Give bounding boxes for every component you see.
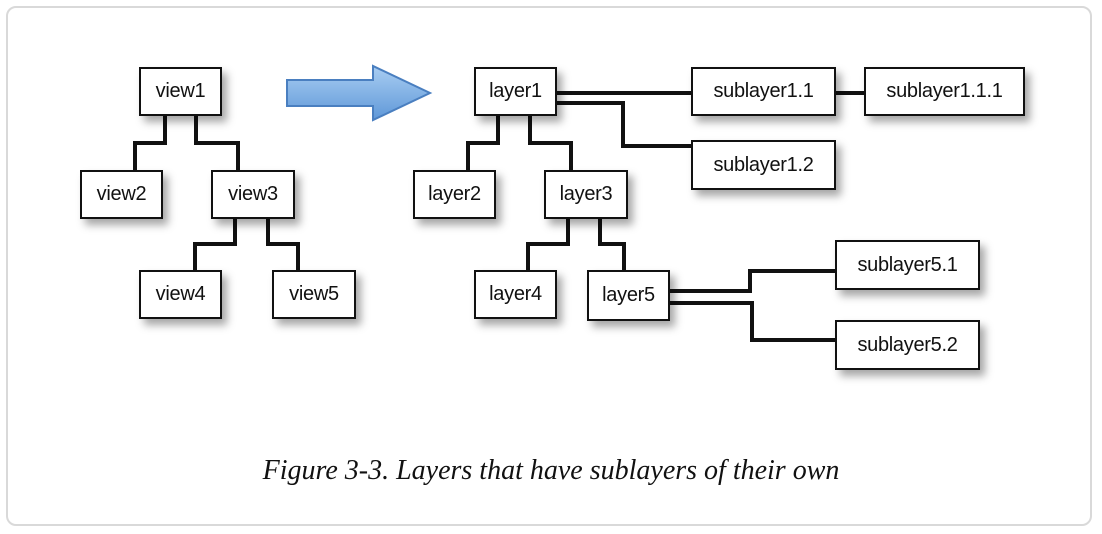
right-arrow-icon bbox=[286, 64, 433, 122]
layer5-node: layer5 bbox=[587, 270, 670, 321]
edge-layer1-sublayer1-2 bbox=[557, 101, 693, 148]
edge-layer1-layer2 bbox=[466, 116, 500, 170]
edge-layer5-sublayer5-1 bbox=[668, 269, 837, 293]
edge-layer3-layer4 bbox=[526, 217, 570, 270]
edge-view3-view4 bbox=[193, 217, 237, 270]
edge-layer5-sublayer5-2 bbox=[668, 301, 837, 342]
layer3-node: layer3 bbox=[544, 170, 628, 219]
edge-view1-view2 bbox=[133, 116, 167, 170]
view2-node: view2 bbox=[80, 170, 163, 219]
layer2-node: layer2 bbox=[413, 170, 496, 219]
layer1-node: layer1 bbox=[474, 67, 557, 116]
sublayer1-2-node: sublayer1.2 bbox=[691, 140, 836, 190]
view4-node: view4 bbox=[139, 270, 222, 319]
edge-layer1-layer3 bbox=[528, 116, 573, 170]
view5-node: view5 bbox=[272, 270, 356, 319]
sublayer5-1-node: sublayer5.1 bbox=[835, 240, 980, 290]
view3-node: view3 bbox=[211, 170, 295, 219]
figure-caption: Figure 3-3. Layers that have sublayers o… bbox=[262, 455, 840, 486]
sublayer1-1-node: sublayer1.1 bbox=[691, 67, 836, 116]
view1-node: view1 bbox=[139, 67, 222, 116]
edge-layer3-layer5 bbox=[598, 217, 626, 270]
sublayer5-2-node: sublayer5.2 bbox=[835, 320, 980, 370]
layer4-node: layer4 bbox=[474, 270, 557, 319]
edge-view3-view5 bbox=[266, 217, 300, 270]
edge-view1-view3 bbox=[194, 116, 240, 170]
sublayer1-1-1-node: sublayer1.1.1 bbox=[864, 67, 1025, 116]
